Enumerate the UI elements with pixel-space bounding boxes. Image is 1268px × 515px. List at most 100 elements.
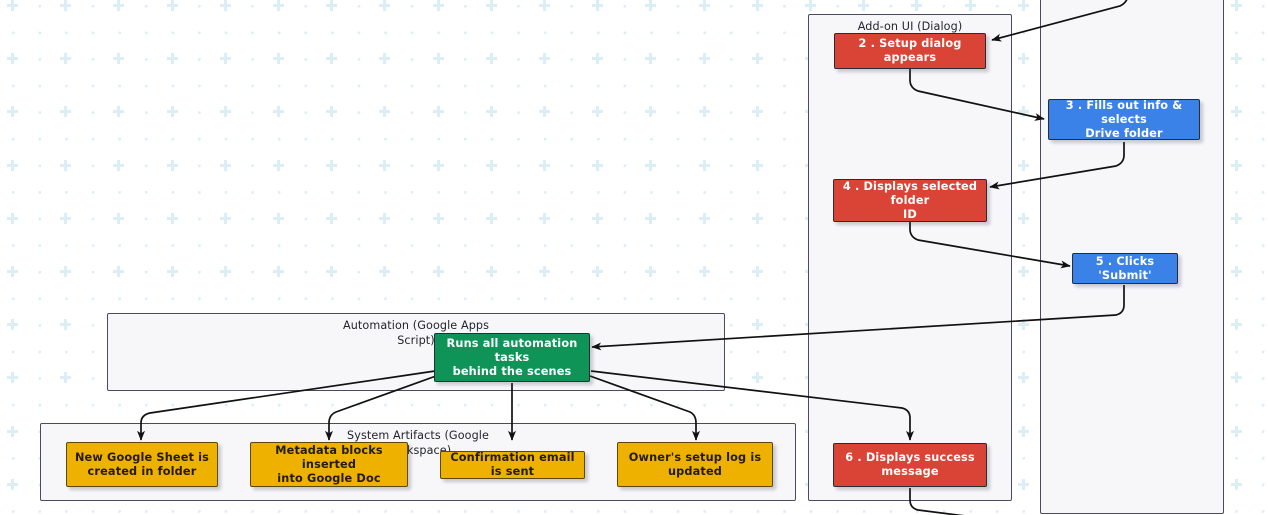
grid-cross	[60, 266, 72, 277]
grid-cross	[1230, 266, 1242, 277]
grid-cross	[751, 159, 763, 171]
grid-cross	[1017, 478, 1029, 490]
grid-cross	[7, 159, 18, 171]
grid-cross	[1017, 425, 1029, 437]
grid-cross	[379, 106, 391, 118]
grid-cross	[432, 106, 444, 118]
grid-cross	[645, 106, 657, 118]
node-confirmation-email[interactable]: Confirmation email is sent	[440, 451, 585, 479]
grid-cross	[113, 266, 125, 277]
grid-cross	[592, 159, 604, 171]
grid-cross	[1230, 212, 1242, 224]
grid-cross	[1017, 212, 1029, 224]
grid-cross	[645, 0, 657, 11]
grid-cross	[219, 212, 231, 224]
grid-cross	[964, 0, 976, 11]
grid-cross	[1230, 53, 1242, 65]
grid-cross	[485, 159, 497, 171]
grid-cross	[326, 53, 338, 65]
grid-cross	[326, 266, 338, 277]
grid-cross	[698, 0, 710, 11]
grid-cross	[592, 0, 604, 11]
grid-cross	[539, 53, 550, 65]
grid-cross	[113, 212, 125, 224]
container-automation[interactable]: Automation (Google Apps Script)	[107, 313, 725, 391]
grid-cross	[432, 0, 444, 11]
grid-cross	[1230, 478, 1242, 490]
grid-cross	[1017, 0, 1029, 11]
node-owner-setup-log[interactable]: Owner's setup log is updated	[617, 442, 773, 487]
grid-cross	[1017, 106, 1029, 118]
grid-cross	[805, 0, 816, 11]
grid-cross	[698, 106, 710, 118]
grid-cross	[379, 266, 391, 277]
grid-cross	[485, 106, 497, 118]
grid-cross	[273, 53, 284, 65]
node-fills-out-info[interactable]: 3 . Fills out info & selects Drive folde…	[1048, 99, 1200, 140]
grid-cross	[751, 106, 763, 118]
grid-cross	[60, 372, 72, 384]
grid-cross	[911, 0, 923, 11]
grid-cross	[645, 159, 657, 171]
container-addon-ui[interactable]: Add-on UI (Dialog)	[808, 14, 1012, 501]
grid-cross	[698, 53, 710, 65]
grid-cross	[60, 159, 72, 171]
grid-cross	[273, 212, 284, 224]
grid-cross	[113, 0, 125, 11]
node-runs-automation-tasks[interactable]: Runs all automation tasks behind the sce…	[434, 333, 590, 382]
grid-cross	[219, 266, 231, 277]
grid-cross	[1230, 425, 1242, 437]
grid-cross	[432, 212, 444, 224]
grid-cross	[379, 0, 391, 11]
grid-cross	[166, 212, 178, 224]
node-setup-dialog-appears[interactable]: 2 . Setup dialog appears	[834, 33, 986, 69]
grid-cross	[60, 212, 72, 224]
grid-cross	[326, 106, 338, 118]
node-new-google-sheet[interactable]: New Google Sheet is created in folder	[66, 442, 218, 487]
grid-cross	[113, 106, 125, 118]
node-metadata-blocks[interactable]: Metadata blocks inserted into Google Doc	[250, 442, 408, 487]
grid-cross	[539, 212, 550, 224]
node-displays-selected-folder-id[interactable]: 4 . Displays selected folder ID	[833, 179, 987, 222]
grid-cross	[1017, 266, 1029, 277]
grid-cross	[1230, 372, 1242, 384]
grid-cross	[219, 159, 231, 171]
grid-cross	[751, 212, 763, 224]
grid-cross	[1017, 159, 1029, 171]
grid-cross	[273, 159, 284, 171]
grid-cross	[113, 159, 125, 171]
grid-cross	[7, 425, 18, 437]
grid-cross	[219, 106, 231, 118]
grid-cross	[751, 0, 763, 11]
grid-cross	[698, 266, 710, 277]
grid-cross	[7, 106, 18, 118]
grid-cross	[379, 212, 391, 224]
container-addon-ui-label: Add-on UI (Dialog)	[857, 20, 963, 33]
grid-cross	[485, 212, 497, 224]
node-displays-success-message[interactable]: 6 . Displays success message	[833, 443, 987, 487]
grid-cross	[1230, 159, 1242, 171]
grid-cross	[1230, 0, 1242, 11]
grid-cross	[166, 0, 178, 11]
grid-cross	[485, 0, 497, 11]
grid-cross	[166, 106, 178, 118]
grid-cross	[698, 212, 710, 224]
grid-cross	[592, 106, 604, 118]
grid-cross	[485, 53, 497, 65]
grid-cross	[592, 266, 604, 277]
grid-cross	[592, 212, 604, 224]
grid-cross	[1017, 372, 1029, 384]
grid-cross	[432, 159, 444, 171]
grid-cross	[60, 319, 72, 331]
grid-cross	[379, 159, 391, 171]
grid-cross	[60, 53, 72, 65]
grid-cross	[1230, 106, 1242, 118]
grid-cross	[113, 53, 125, 65]
node-clicks-submit[interactable]: 5 . Clicks 'Submit'	[1072, 253, 1178, 284]
grid-cross	[698, 159, 710, 171]
grid-cross	[539, 159, 550, 171]
grid-cross	[326, 159, 338, 171]
grid-cross	[7, 53, 18, 65]
grid-cross	[7, 212, 18, 224]
